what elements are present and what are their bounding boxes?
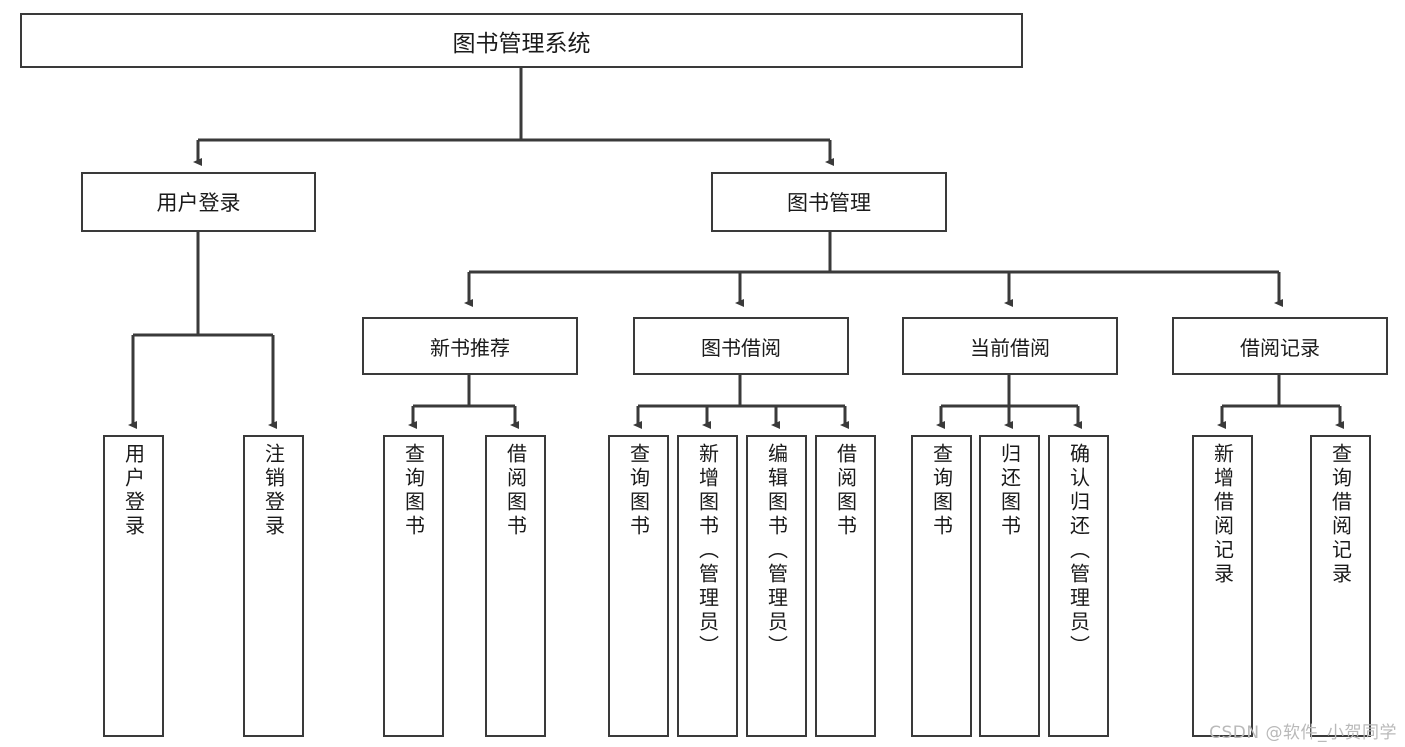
node-label: 借阅图书 <box>503 443 528 539</box>
node-book-management[interactable]: 图书管理 <box>711 172 947 232</box>
node-root-system[interactable]: 图书管理系统 <box>20 13 1023 68</box>
leaf-record-add-record[interactable]: 新增借阅记录 <box>1192 435 1253 737</box>
node-label: 新增图书（管理员） <box>695 443 720 659</box>
node-label: 用户登录 <box>121 443 146 539</box>
node-user-login[interactable]: 用户登录 <box>81 172 316 232</box>
node-label: 新增借阅记录 <box>1210 443 1235 587</box>
node-label: 查询图书 <box>626 443 651 539</box>
node-new-book-recommend[interactable]: 新书推荐 <box>362 317 578 375</box>
leaf-record-query-record[interactable]: 查询借阅记录 <box>1310 435 1371 737</box>
node-book-borrow[interactable]: 图书借阅 <box>633 317 849 375</box>
node-current-borrow[interactable]: 当前借阅 <box>902 317 1118 375</box>
leaf-borrow-query-book[interactable]: 查询图书 <box>608 435 669 737</box>
leaf-current-return-book[interactable]: 归还图书 <box>979 435 1040 737</box>
node-borrow-record[interactable]: 借阅记录 <box>1172 317 1388 375</box>
node-label: 当前借阅 <box>970 335 1050 360</box>
watermark: CSDN @软件_小贺同学 <box>1209 723 1397 743</box>
leaf-current-query-book[interactable]: 查询图书 <box>911 435 972 737</box>
node-label: 图书借阅 <box>701 335 781 360</box>
node-label: 图书管理系统 <box>452 30 591 57</box>
node-label: 用户登录 <box>156 191 241 215</box>
leaf-user-logout[interactable]: 注销登录 <box>243 435 304 737</box>
leaf-borrow-borrow-book[interactable]: 借阅图书 <box>815 435 876 737</box>
leaf-borrow-add-book[interactable]: 新增图书（管理员） <box>677 435 738 737</box>
leaf-borrow-edit-book[interactable]: 编辑图书（管理员） <box>746 435 807 737</box>
node-label: 归还图书 <box>997 443 1022 539</box>
node-label: 借阅记录 <box>1240 335 1320 360</box>
leaf-recommend-borrow-book[interactable]: 借阅图书 <box>485 435 546 737</box>
node-label: 图书管理 <box>787 191 871 215</box>
node-label: 确认归还（管理员） <box>1066 443 1091 659</box>
node-label: 查询图书 <box>929 443 954 539</box>
node-label: 编辑图书（管理员） <box>764 443 789 659</box>
node-label: 查询借阅记录 <box>1328 443 1353 587</box>
leaf-current-confirm-return[interactable]: 确认归还（管理员） <box>1048 435 1109 737</box>
leaf-user-login[interactable]: 用户登录 <box>103 435 164 737</box>
node-label: 借阅图书 <box>833 443 858 539</box>
node-label: 注销登录 <box>261 443 286 539</box>
node-label: 查询图书 <box>401 443 426 539</box>
node-label: 新书推荐 <box>430 335 510 360</box>
leaf-recommend-query-book[interactable]: 查询图书 <box>383 435 444 737</box>
